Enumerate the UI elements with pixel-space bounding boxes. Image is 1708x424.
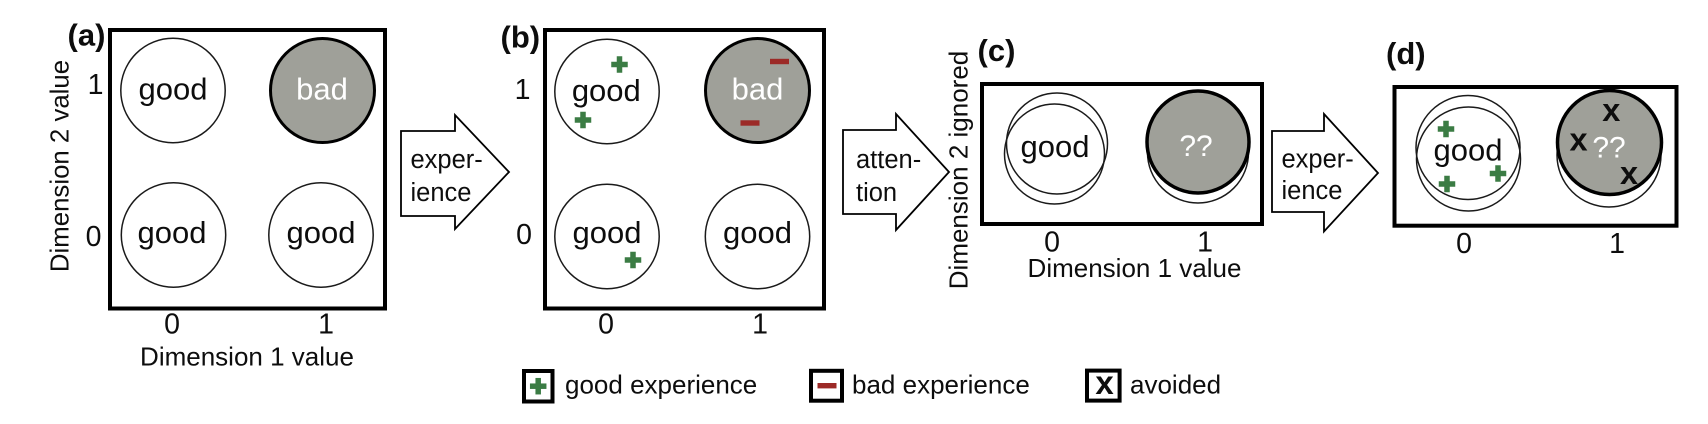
- svg-text:??: ??: [1179, 130, 1212, 163]
- svg-text:exper-: exper-: [411, 146, 483, 174]
- svg-text:0: 0: [1044, 227, 1060, 259]
- svg-text:bad experience: bad experience: [852, 370, 1030, 400]
- svg-text:avoided: avoided: [1130, 370, 1221, 400]
- svg-text:exper-: exper-: [1282, 146, 1354, 174]
- svg-text:ience: ience: [411, 179, 472, 207]
- svg-text:good experience: good experience: [565, 370, 757, 400]
- svg-text:good: good: [572, 73, 641, 108]
- svg-text:(d): (d): [1386, 36, 1426, 71]
- svg-text:good: good: [573, 215, 642, 250]
- svg-text:good: good: [1434, 133, 1503, 168]
- svg-text:(c): (c): [978, 33, 1016, 68]
- svg-text:1: 1: [1609, 228, 1625, 260]
- svg-text:Dimension 2 value: Dimension 2 value: [47, 60, 75, 272]
- svg-text:atten-: atten-: [856, 146, 921, 174]
- svg-text:Dimension 1 value: Dimension 1 value: [140, 342, 354, 372]
- svg-text:1: 1: [752, 309, 768, 341]
- svg-text:x: x: [1620, 155, 1638, 191]
- svg-text:0: 0: [598, 309, 614, 341]
- svg-text:0: 0: [1456, 228, 1472, 260]
- svg-text:x: x: [1095, 364, 1114, 401]
- svg-text:Dimension 2 ignored: Dimension 2 ignored: [944, 51, 974, 289]
- svg-text:ience: ience: [1282, 177, 1343, 205]
- svg-text:bad: bad: [732, 72, 784, 107]
- svg-text:good: good: [287, 215, 356, 250]
- svg-text:Dimension 1 value: Dimension 1 value: [1028, 253, 1242, 283]
- svg-text:(b): (b): [501, 20, 541, 55]
- svg-text:??: ??: [1592, 132, 1625, 165]
- svg-text:(a): (a): [68, 18, 106, 53]
- svg-text:1: 1: [1197, 227, 1213, 259]
- svg-text:0: 0: [86, 221, 102, 253]
- svg-text:bad: bad: [296, 72, 348, 107]
- svg-text:good: good: [1021, 129, 1090, 164]
- svg-text:good: good: [139, 71, 208, 106]
- svg-text:x: x: [1570, 122, 1588, 158]
- svg-text:1: 1: [318, 309, 334, 341]
- svg-text:0: 0: [164, 309, 180, 341]
- svg-text:tion: tion: [856, 179, 897, 207]
- svg-text:1: 1: [515, 74, 531, 106]
- svg-text:1: 1: [88, 69, 104, 101]
- svg-text:good: good: [138, 215, 207, 250]
- svg-text:0: 0: [516, 219, 532, 251]
- svg-text:x: x: [1602, 92, 1620, 128]
- svg-text:good: good: [723, 215, 792, 250]
